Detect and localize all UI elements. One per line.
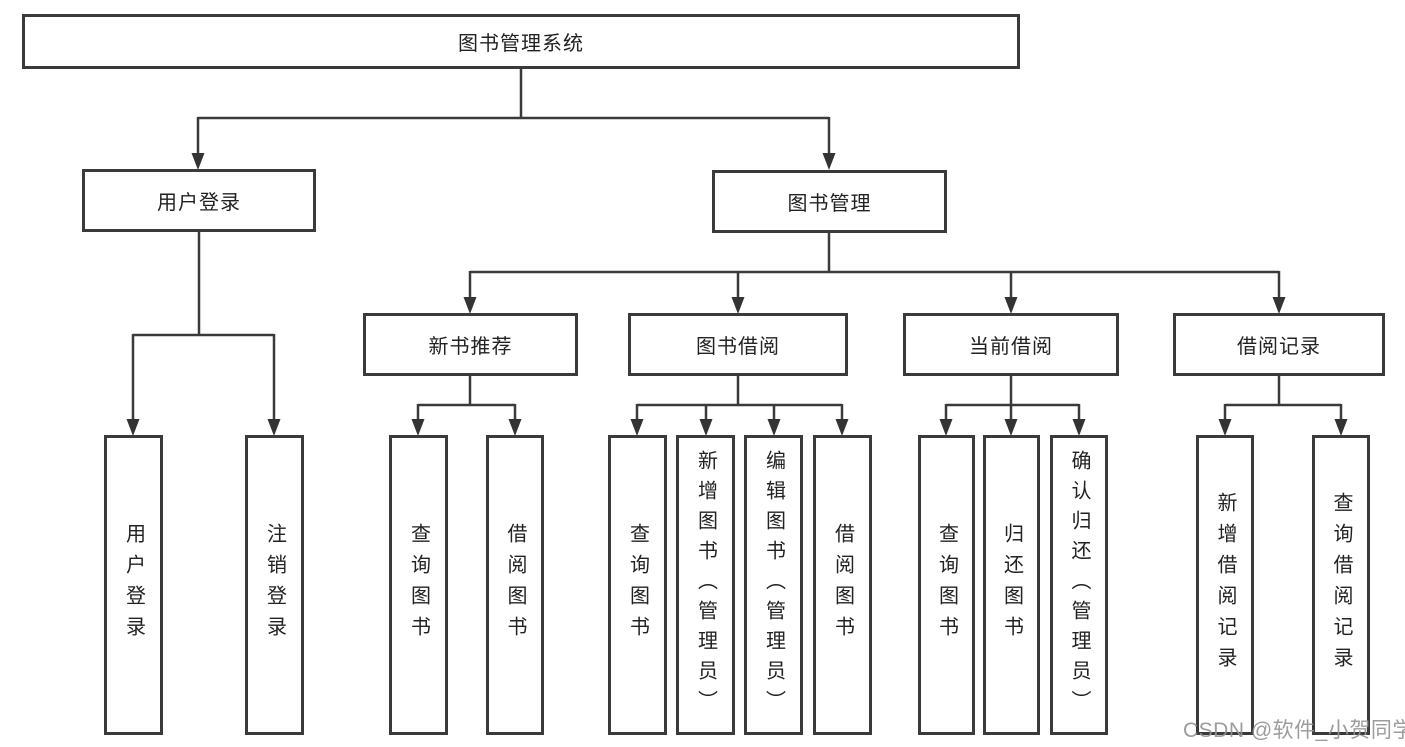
leaf-borrow-book-label: 借阅图书 — [831, 523, 854, 647]
leaf-logout: 注销登录 — [245, 435, 304, 735]
node-root-label: 图书管理系统 — [458, 33, 584, 55]
leaf-records-add-label: 新增借阅记录 — [1214, 492, 1236, 678]
leaf-borrow-add-admin-label: 新增图书（管理员） — [694, 450, 717, 720]
leaf-borrow-add-admin: 新增图书（管理员） — [676, 435, 735, 735]
leaf-newbooks-query: 查询图书 — [389, 435, 448, 735]
node-book-borrow-label: 图书借阅 — [696, 336, 780, 358]
node-new-books-label: 新书推荐 — [428, 336, 513, 358]
leaf-user-login: 用户登录 — [104, 435, 163, 735]
leaf-newbooks-borrow: 借阅图书 — [486, 435, 544, 735]
leaf-records-query: 查询借阅记录 — [1312, 435, 1370, 735]
leaf-logout-label: 注销登录 — [263, 523, 286, 647]
leaf-current-confirm-admin: 确认归还（管理员） — [1050, 435, 1108, 735]
node-user-login-label: 用户登录 — [157, 192, 241, 214]
leaf-records-query-label: 查询借阅记录 — [1330, 492, 1352, 678]
node-user-login: 用户登录 — [82, 169, 316, 232]
node-current-borrow-label: 当前借阅 — [969, 336, 1053, 358]
node-new-books: 新书推荐 — [363, 313, 578, 376]
watermark-text: CSDN @软件_小贺同学 — [1183, 719, 1405, 742]
node-borrow-records: 借阅记录 — [1173, 313, 1385, 376]
connector-borrow-records-to-leaves — [1218, 376, 1348, 436]
leaf-current-return: 归还图书 — [983, 435, 1040, 735]
node-book-mgmt: 图书管理 — [712, 170, 947, 233]
leaf-current-query-label: 查询图书 — [935, 523, 958, 647]
node-borrow-records-label: 借阅记录 — [1237, 336, 1321, 358]
connector-user-login-to-leaves — [126, 232, 281, 436]
node-root-system: 图书管理系统 — [22, 14, 1020, 69]
leaf-newbooks-query-label: 查询图书 — [407, 523, 430, 647]
leaf-borrow-book: 借阅图书 — [813, 435, 872, 735]
leaf-current-confirm-admin-label: 确认归还（管理员） — [1068, 450, 1090, 720]
leaf-newbooks-borrow-label: 借阅图书 — [504, 523, 526, 647]
leaf-borrow-edit-admin: 编辑图书（管理员） — [744, 435, 803, 735]
node-book-borrow: 图书借阅 — [628, 313, 848, 376]
leaf-borrow-query: 查询图书 — [608, 435, 667, 735]
connector-book-mgmt-to-level3 — [463, 233, 1286, 314]
leaf-current-query: 查询图书 — [918, 435, 975, 735]
leaf-records-add: 新增借阅记录 — [1196, 435, 1254, 735]
connector-current-borrow-to-leaves — [939, 376, 1086, 436]
connector-book-borrow-to-leaves — [630, 376, 849, 436]
connector-new-books-to-leaves — [411, 376, 522, 436]
connector-root-to-level2 — [191, 69, 836, 170]
node-current-borrow: 当前借阅 — [903, 313, 1119, 376]
node-book-mgmt-label: 图书管理 — [787, 193, 872, 215]
leaf-borrow-query-label: 查询图书 — [626, 523, 649, 647]
leaf-borrow-edit-admin-label: 编辑图书（管理员） — [762, 450, 785, 720]
leaf-current-return-label: 归还图书 — [1000, 523, 1023, 647]
leaf-user-login-label: 用户登录 — [122, 523, 145, 647]
